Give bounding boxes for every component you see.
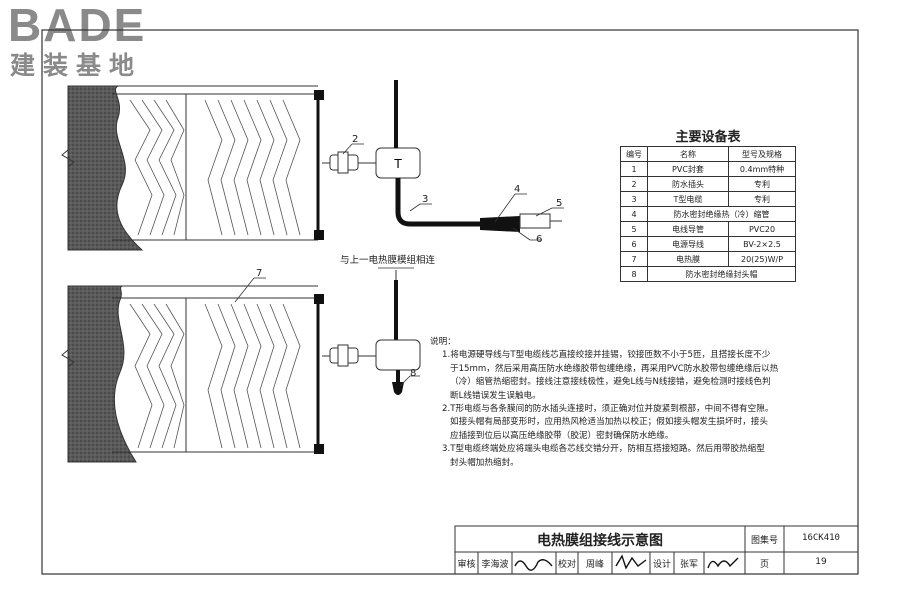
callout-6: 6 xyxy=(536,234,543,245)
callout-3: 3 xyxy=(422,194,429,205)
design-label: 设计 xyxy=(652,560,671,570)
note-line: 封头帽加热缩封。 xyxy=(450,457,519,468)
film-module-top xyxy=(68,85,324,241)
note-line: 断L线错误发生误触电。 xyxy=(450,390,541,401)
table-row: 8 防水密封绝缘封头帽 xyxy=(620,266,796,282)
table-row: 6 电源导线 BV-2×2.5 xyxy=(620,236,796,252)
row-name: 电线导管 xyxy=(647,221,729,237)
row-no: 7 xyxy=(620,251,648,267)
atlas-number: 16CK410 xyxy=(802,533,840,543)
reviewer-name: 李海波 xyxy=(481,560,509,570)
logo-subtitle: 建装基地 xyxy=(10,51,143,80)
table-row: 3 T型电缆 专利 xyxy=(620,191,796,207)
row-no: 5 xyxy=(620,221,648,237)
title-block-grid xyxy=(454,525,859,575)
equipment-table-title: 主要设备表 xyxy=(675,130,741,145)
row-name: PVC封套 xyxy=(647,161,729,177)
table-row: 4 防水密封绝缘热（冷）缩管 xyxy=(620,206,796,222)
check-label: 校对 xyxy=(557,560,576,570)
film-module-bottom xyxy=(68,285,324,454)
header-spec: 型号及规格 xyxy=(728,146,796,162)
wall-section-bottom xyxy=(67,285,137,463)
header-no: 编号 xyxy=(620,146,648,162)
row-spec: 0.4mm特种 xyxy=(728,161,796,177)
note-line: 如接头帽有局部变形时，应用热风枪适当加热以校正；假如接头帽发生损坏时，接头 xyxy=(450,417,768,428)
row-name: T型电缆 xyxy=(647,191,729,207)
row-no: 8 xyxy=(620,266,648,282)
row-name: 电源导线 xyxy=(647,236,729,252)
table-row: 7 电热膜 20(25)W/P xyxy=(620,251,796,267)
row-name: 防水密封绝缘热（冷）缩管 xyxy=(647,206,796,222)
table-header-row: 编号 名称 型号及规格 xyxy=(620,146,796,162)
row-no: 1 xyxy=(620,161,648,177)
note-line: 于15mm，然后采用高压防水绝缘胶带包缠绝缘，再采用PVC防水胶带包缠绝缘后以热 xyxy=(450,363,779,374)
header-name: 名称 xyxy=(647,146,729,162)
callout-8: 8 xyxy=(410,368,417,379)
callout-7: 7 xyxy=(256,268,263,279)
atlas-label: 图集号 xyxy=(750,536,778,546)
equipment-table: 编号 名称 型号及规格 1 PVC封套 0.4mm特种 2 防水插头 专利 3 … xyxy=(620,146,796,282)
checker-name: 周峰 xyxy=(585,560,604,570)
bade-logo: BADE 建装基地 xyxy=(8,2,178,80)
svg-text:T: T xyxy=(393,157,402,171)
table-row: 2 防水插头 专利 xyxy=(620,176,796,192)
row-name: 电热膜 xyxy=(647,251,729,267)
row-spec: PVC20 xyxy=(728,221,796,237)
row-no: 4 xyxy=(620,206,648,222)
page-label: 页 xyxy=(759,560,769,570)
designer-name: 张军 xyxy=(679,560,698,570)
review-label: 审核 xyxy=(457,560,476,570)
row-name: 防水插头 xyxy=(647,176,729,192)
top-connection: T xyxy=(322,80,562,232)
note-line: 1.将电源硬导线与T型电缆线芯直接绞接并挂锡，铰接匝数不小于5匝，且搭接长度不少 xyxy=(442,350,771,361)
drawing-title: 电热膜组接线示意图 xyxy=(537,533,663,549)
note-line: 2.T形电缆与各条膜间的防水插头连接时，须正确对位并旋紧到根部，中间不得有空隙。 xyxy=(442,404,774,415)
connect-note: 与上一电热膜模组相连 xyxy=(340,255,436,266)
note-line: 应插接到位后以高压绝缘胶带（胶泥）密封确保防水绝缘。 xyxy=(450,430,674,441)
callout-5: 5 xyxy=(556,198,563,209)
callout-4: 4 xyxy=(514,184,521,195)
break-mark-top xyxy=(61,149,75,168)
notes-section: 说明： 1.将电源硬导线与T型电缆线芯直接绞接并挂锡，铰接匝数不小于5匝，且搭接… xyxy=(430,336,845,470)
callout-2: 2 xyxy=(352,134,359,145)
row-no: 2 xyxy=(620,176,648,192)
row-no: 6 xyxy=(620,236,648,252)
row-spec: BV-2×2.5 xyxy=(728,236,796,252)
row-spec: 20(25)W/P xyxy=(728,251,796,267)
row-spec: 专利 xyxy=(728,176,796,192)
drawing-frame xyxy=(41,29,859,575)
wall-section-top xyxy=(67,85,144,251)
note-line: （冷）缩管热缩密封。接线注意接线极性，避免L线与N线接错，避免检测时接线色判 xyxy=(450,377,771,388)
page-number: 19 xyxy=(815,557,827,567)
table-row: 1 PVC封套 0.4mm特种 xyxy=(620,161,796,177)
signatures xyxy=(514,554,739,571)
row-spec: 专利 xyxy=(728,191,796,207)
row-name: 防水密封绝缘封头帽 xyxy=(647,266,796,282)
table-row: 5 电线导管 PVC20 xyxy=(620,221,796,237)
row-no: 3 xyxy=(620,191,648,207)
logo-brand: BADE xyxy=(8,0,147,51)
bottom-connection xyxy=(322,270,421,395)
break-mark-bottom xyxy=(61,349,75,368)
notes-heading: 说明： xyxy=(430,337,456,347)
note-line: 3.T型电缆终端处应将端头电缆各芯线交错分开，防相互搭接短路。然后用带胶热缩型 xyxy=(442,444,765,455)
